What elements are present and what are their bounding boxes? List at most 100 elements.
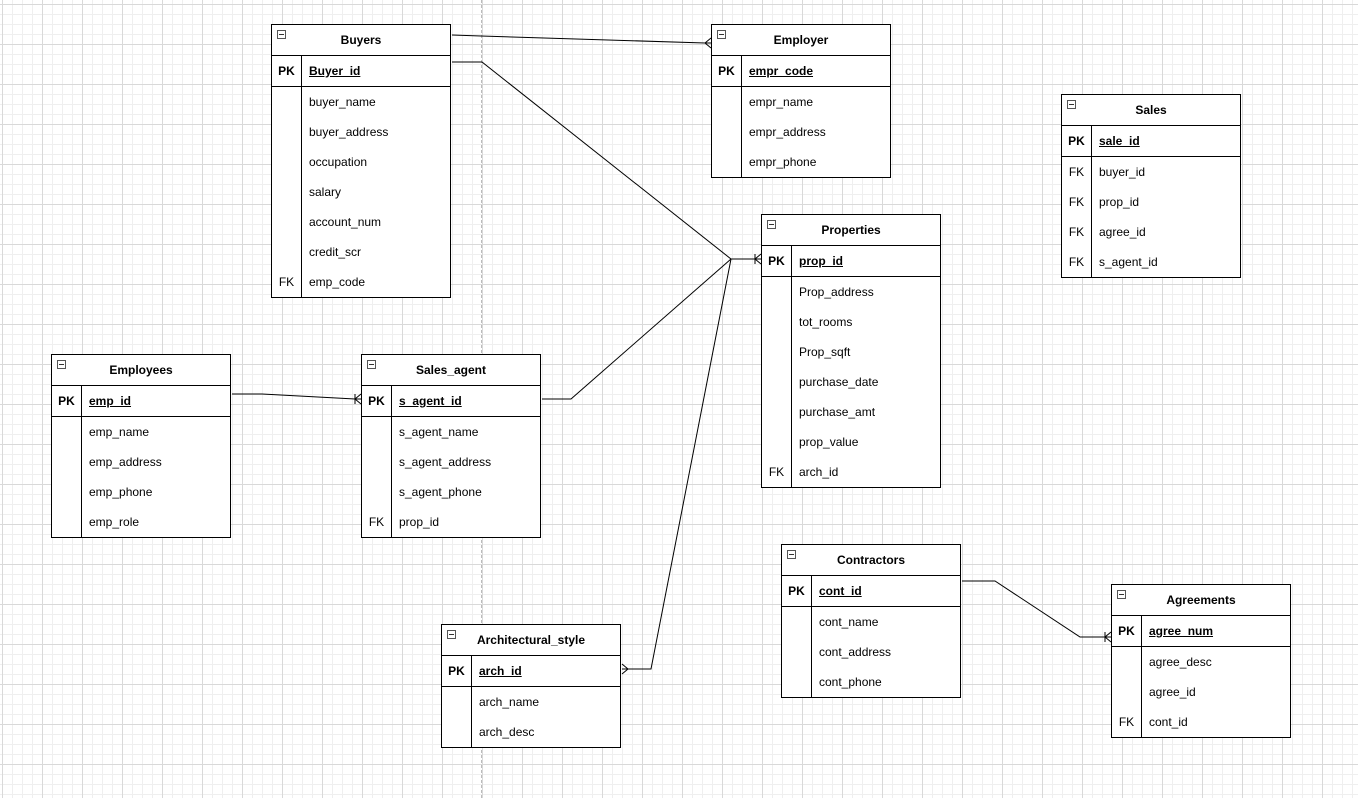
attribute-row[interactable]: cont_phone [782,667,960,697]
attribute-row[interactable]: s_agent_name [362,417,540,447]
attribute-row[interactable]: cont_address [782,637,960,667]
field-name: prop_id [1099,195,1140,209]
attribute-row[interactable]: buyer_name [272,87,450,117]
crows-foot-icon [704,37,712,44]
attribute-row[interactable]: emp_name [52,417,230,447]
field-name: prop_id [399,515,440,529]
attribute-row[interactable]: s_agent_phone [362,477,540,507]
field-name: Buyer_id [309,64,361,78]
attribute-row[interactable]: emp_phone [52,477,230,507]
attribute-row[interactable]: Prop_sqft [762,337,940,367]
table-header[interactable]: Properties [762,215,940,246]
attribute-row[interactable]: buyer_address [272,117,450,147]
attribute-row[interactable]: FK prop_id [362,507,540,537]
table-header[interactable]: Sales [1062,95,1240,126]
relationship-archstyle-properties[interactable] [628,258,732,670]
attribute-row[interactable]: s_agent_address [362,447,540,477]
collapse-icon[interactable] [767,220,776,229]
table-header[interactable]: Employer [712,25,890,56]
attribute-row[interactable]: occupation [272,147,450,177]
attribute-row[interactable]: agree_id [1112,677,1290,707]
table-title: Architectural_style [476,633,586,647]
attribute-row[interactable]: arch_name [442,687,620,717]
relationship-employees-salesagent[interactable] [232,393,356,400]
attribute-row[interactable]: purchase_amt [762,397,940,427]
table-header[interactable]: Buyers [272,25,450,56]
field-name: arch_id [799,465,839,479]
table-header[interactable]: Architectural_style [442,625,620,656]
attribute-row[interactable]: credit_scr [272,237,450,267]
crows-foot-icon [621,663,629,670]
collapse-icon[interactable] [1117,590,1126,599]
table-header[interactable]: Agreements [1112,585,1290,616]
attribute-row[interactable]: purchase_date [762,367,940,397]
relationship-salesagent-properties[interactable] [542,258,732,400]
collapse-icon[interactable] [447,630,456,639]
collapse-icon[interactable] [1067,100,1076,109]
field-name: prop_id [799,254,843,268]
key-label: FK [272,267,302,297]
key-label [52,417,82,447]
key-label [52,447,82,477]
table-header[interactable]: Sales_agent [362,355,540,386]
key-label: PK [1112,616,1142,646]
attribute-row[interactable]: agree_desc [1112,647,1290,677]
key-label [712,147,742,177]
relationship-contractors-agreements[interactable] [962,580,1105,638]
attribute-row[interactable]: emp_address [52,447,230,477]
key-label [272,177,302,207]
primary-key-row[interactable]: PK agree_num [1112,616,1290,647]
table-header[interactable]: Contractors [782,545,960,576]
attribute-row[interactable]: empr_address [712,117,890,147]
relationship-buyers-employer[interactable] [451,34,706,44]
table-title: Employees [109,363,173,377]
attribute-row[interactable]: account_num [272,207,450,237]
attribute-row[interactable]: cont_name [782,607,960,637]
collapse-icon[interactable] [367,360,376,369]
collapse-icon[interactable] [717,30,726,39]
field-name: account_num [309,215,382,229]
attribute-row[interactable]: emp_role [52,507,230,537]
collapse-icon[interactable] [277,30,286,39]
collapse-icon[interactable] [57,360,66,369]
attribute-row[interactable]: arch_desc [442,717,620,747]
attribute-row[interactable]: Prop_address [762,277,940,307]
attribute-row[interactable]: empr_name [712,87,890,117]
attribute-row[interactable]: empr_phone [712,147,890,177]
key-label: FK [362,507,392,537]
attribute-row[interactable]: salary [272,177,450,207]
attribute-row[interactable]: tot_rooms [762,307,940,337]
field-name: agree_num [1149,624,1214,638]
attribute-row[interactable]: prop_value [762,427,940,457]
relationship-buyers-properties[interactable] [452,61,755,260]
key-label: FK [1062,217,1092,247]
field-name: buyer_name [309,95,376,109]
table-header[interactable]: Employees [52,355,230,386]
collapse-icon[interactable] [787,550,796,559]
